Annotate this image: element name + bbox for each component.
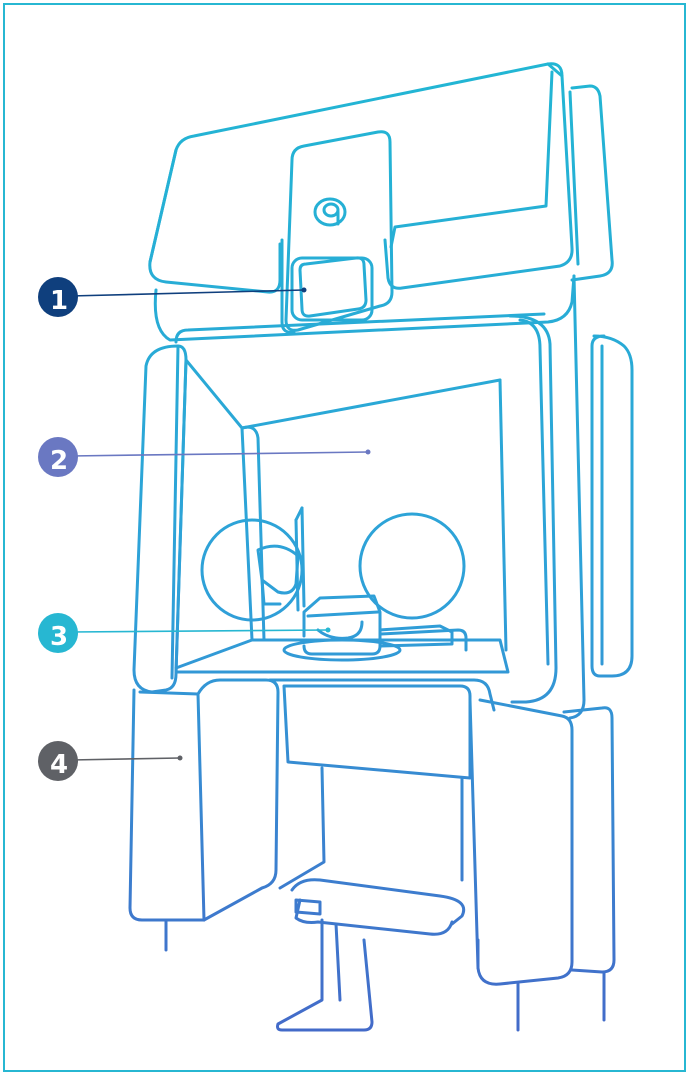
base-cabinet bbox=[130, 680, 614, 1030]
leader-dot-3 bbox=[326, 628, 331, 633]
work-chamber bbox=[176, 360, 508, 672]
callout-number-3: 3 bbox=[50, 622, 68, 652]
leader-line-2 bbox=[70, 452, 368, 456]
callout-number-4: 4 bbox=[50, 750, 68, 780]
callout-3: 3 bbox=[38, 613, 78, 653]
leader-dot-2 bbox=[366, 450, 371, 455]
callout-2: 2 bbox=[38, 437, 78, 477]
foot-pedal bbox=[278, 880, 464, 1030]
callout-number-2: 2 bbox=[50, 446, 68, 476]
control-panel bbox=[282, 132, 392, 333]
callout-number-1: 1 bbox=[50, 286, 68, 316]
leader-line-3 bbox=[70, 630, 328, 632]
leader-dot-1 bbox=[302, 288, 307, 293]
right-pillar bbox=[510, 276, 632, 718]
callout-leaders bbox=[70, 288, 371, 761]
leader-line-4 bbox=[70, 758, 180, 760]
top-hood bbox=[150, 64, 612, 342]
callout-4: 4 bbox=[38, 741, 78, 781]
leader-dot-4 bbox=[178, 756, 183, 761]
callout-1: 1 bbox=[38, 277, 78, 317]
biosafety-logo-icon bbox=[315, 199, 345, 225]
